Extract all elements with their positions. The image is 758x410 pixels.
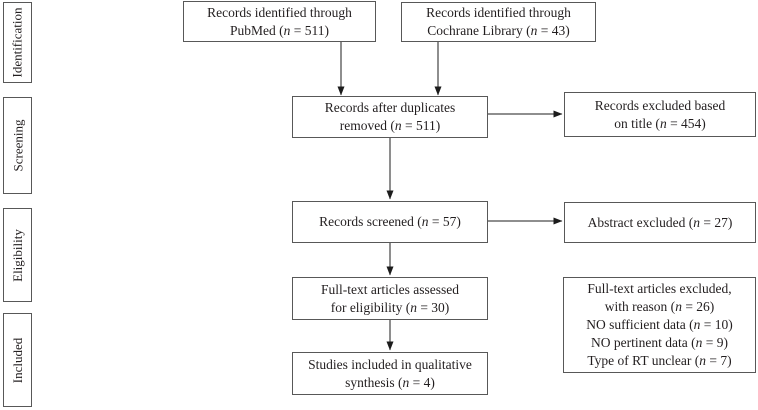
stage-label: Screening <box>10 119 26 172</box>
box-text-line: Records identified through <box>207 4 352 20</box>
box-text-line: synthesis (n = 4) <box>345 374 435 390</box>
box-text-line: removed (n = 511) <box>339 118 441 133</box>
box-records-identified-cochrane: Records identified through Cochrane Libr… <box>401 2 596 42</box>
n-symbol: n <box>402 374 410 390</box>
box-text-line: Abstract excluded (n = 27) <box>587 214 733 230</box>
box-text-line: Records excluded based <box>594 97 726 113</box>
n-symbol: n <box>421 214 429 229</box>
box-text-line: Type of RT unclear (n = 7) <box>587 353 732 368</box>
stage-label: Included <box>10 337 26 383</box>
box-abstract-excluded: Abstract excluded (n = 27) <box>564 202 756 243</box>
box-text-line: Full-text articles assessed <box>321 281 459 297</box>
n-symbol: n <box>394 118 402 133</box>
box-text-line: NO sufficient data (n = 10) <box>586 317 733 332</box>
box-text-line: with reason (n = 26) <box>604 299 715 314</box>
box-records-excluded-on-title: Records excluded based on title (n = 454… <box>564 92 756 137</box>
n-symbol: n <box>530 23 538 38</box>
n-symbol: n <box>699 353 707 368</box>
box-text-line: Full-text articles excluded, <box>587 281 732 296</box>
box-text-line: Studies included in qualitative <box>308 356 472 372</box>
stage-label: Eligibility <box>10 228 26 282</box>
box-text-line: NO pertinent data (n = 9) <box>591 335 728 350</box>
n-symbol: n <box>693 214 701 230</box>
stage-included: Included <box>3 313 32 407</box>
box-records-identified-pubmed: Records identified through PubMed (n = 5… <box>183 1 376 42</box>
box-fulltext-articles-assessed: Full-text articles assessed for eligibil… <box>292 277 488 320</box>
n-symbol: n <box>659 115 667 131</box>
stage-label: Identification <box>10 7 25 78</box>
box-text-line: Cochrane Library (n = 43) <box>427 23 570 38</box>
n-symbol: n <box>410 299 417 315</box>
n-symbol: n <box>693 317 701 332</box>
box-records-after-duplicates-removed: Records after duplicates removed (n = 51… <box>292 96 488 138</box>
box-studies-included-qualitative: Studies included in qualitative synthesi… <box>292 352 488 395</box>
n-symbol: n <box>675 299 682 314</box>
box-text-line: for eligibility (n = 30) <box>330 299 450 315</box>
box-text-line: PubMed (n = 511) <box>230 22 329 38</box>
box-text-line: Records identified through <box>426 5 571 20</box>
box-records-screened: Records screened (n = 57) <box>292 201 488 243</box>
stage-identification: Identification <box>3 2 32 83</box>
n-symbol: n <box>695 335 703 350</box>
box-text-line: on title (n = 454) <box>614 115 706 131</box>
box-text-line: Records after duplicates <box>324 100 456 115</box>
stage-screening: Screening <box>3 97 32 194</box>
stage-eligibility: Eligibility <box>3 208 32 302</box>
box-fulltext-articles-excluded: Full-text articles excluded, with reason… <box>563 277 756 373</box>
box-text-line: Records screened (n = 57) <box>319 214 461 229</box>
n-symbol: n <box>283 22 291 38</box>
